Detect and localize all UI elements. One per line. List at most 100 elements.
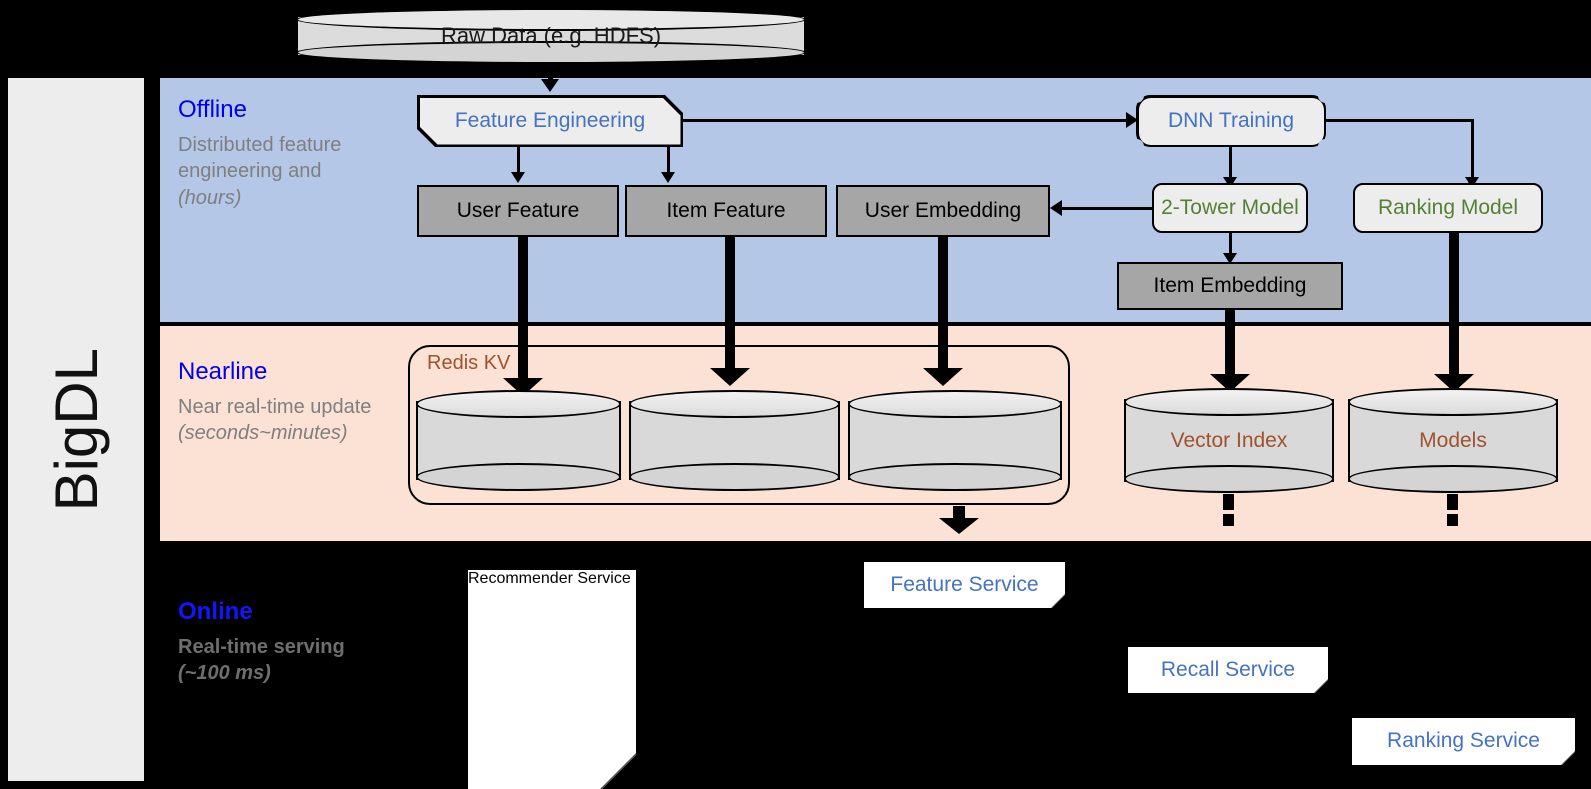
offline-band-text: Offline Distributed feature engineering … <box>178 96 383 211</box>
online-subtitle-italic: (~100 ms) <box>178 662 271 685</box>
stub-models-a <box>1447 494 1458 510</box>
cyl-top <box>629 390 840 418</box>
bigdl-platform-rail: BigDL <box>8 78 144 781</box>
redis-kv-label-wrap: Redis KV <box>423 352 515 375</box>
offline-subtitle: Distributed feature engineering and (hou… <box>178 132 383 211</box>
redis-kv-container <box>408 345 1070 505</box>
cyl-bottom <box>416 463 621 491</box>
nearline-title: Nearline <box>178 358 268 385</box>
pipe-itemembedding-vectorindex <box>1225 310 1235 388</box>
user-feature-label: User Feature <box>456 199 580 222</box>
recall-service-label: Recall Service <box>1160 657 1296 681</box>
feature-engineering-face: Feature Engineering <box>420 98 681 145</box>
nearline-subtitle: Near real-time update (seconds~minutes) <box>178 394 403 447</box>
stub-redis-featureservice <box>953 506 965 520</box>
raw-data-top <box>296 8 806 31</box>
raw-data-label: Raw Data (e.g. HDFS) <box>440 23 662 48</box>
stub-vectorindex-b <box>1223 514 1234 526</box>
connector-dnn-2tower <box>1229 147 1232 180</box>
user-embedding-node[interactable]: User Embedding <box>836 185 1050 237</box>
models-label: Models <box>1419 428 1487 452</box>
offline-title: Offline <box>178 96 247 123</box>
cyl-top <box>848 390 1062 418</box>
online-subtitle: Real-time serving (~100 ms) <box>178 634 378 687</box>
pipe-userfeature-store <box>518 237 528 392</box>
connector-rawdata-fe <box>548 64 553 84</box>
arrowhead-rawdata-fe <box>541 79 559 92</box>
arrowhead-dnn-ranking <box>1465 177 1479 188</box>
two-tower-model-label: 2-Tower Model <box>1161 196 1299 219</box>
two-tower-model-node[interactable]: 2-Tower Model <box>1152 183 1308 233</box>
nearline-band-text: Nearline Near real-time update (seconds~… <box>178 358 403 447</box>
cyl-top <box>1124 388 1334 416</box>
dnn-notch-br <box>1318 139 1333 154</box>
redis-kv-label: Redis KV <box>427 352 511 374</box>
cyl-top <box>416 390 621 418</box>
connector-fe-dnn <box>683 119 1128 122</box>
feature-service-label: Feature Service <box>890 572 1039 596</box>
dnn-notch-bl <box>1129 139 1144 154</box>
stub-models-b <box>1447 514 1458 526</box>
dnn-notch-tl <box>1129 88 1144 103</box>
ranking-service-label: Ranking Service <box>1387 729 1540 753</box>
arrowhead-2tower-userembedding <box>1050 200 1062 216</box>
connector-2tower-userembedding <box>1062 207 1154 210</box>
user-feature-node[interactable]: User Feature <box>417 185 619 237</box>
recommender-service-node[interactable]: Recommender Service <box>468 570 636 789</box>
online-title: Online <box>178 598 253 625</box>
pipe-rankingmodel-models <box>1449 233 1459 388</box>
connector-dnn-ranking-h <box>1326 119 1474 122</box>
cyl-bottom <box>1348 465 1558 493</box>
redis-store-user-embedding[interactable] <box>848 390 1062 491</box>
vector-index-store[interactable]: Vector Index <box>1124 388 1334 493</box>
feature-engineering-node[interactable]: Feature Engineering <box>417 95 683 147</box>
online-subtitle-text: Real-time serving <box>178 636 345 658</box>
pipe-userembedding-store <box>938 237 948 382</box>
recall-service-node[interactable]: Recall Service <box>1128 647 1328 693</box>
connector-2tower-itemembedding <box>1229 233 1232 260</box>
connector-fe-itemfeature <box>667 147 670 175</box>
pipe-itemfeature-store <box>725 237 735 382</box>
item-embedding-node[interactable]: Item Embedding <box>1117 262 1343 310</box>
arrowhead-fe-dnn <box>1126 112 1138 128</box>
raw-data-store: Raw Data (e.g. HDFS) <box>296 8 806 64</box>
arrowhead-fe-itemfeature <box>661 172 675 183</box>
ranking-model-node[interactable]: Ranking Model <box>1353 183 1543 233</box>
connector-fe-userfeature <box>517 147 520 175</box>
dnn-training-label: DNN Training <box>1167 109 1295 132</box>
cyl-bottom <box>629 463 840 491</box>
arrowhead-redis-featureservice <box>939 518 979 534</box>
feature-engineering-label: Feature Engineering <box>454 109 646 132</box>
cyl-top <box>1348 388 1558 416</box>
connector-dnn-ranking-v <box>1471 119 1474 180</box>
cyl-bottom <box>1124 465 1334 493</box>
raw-data-bottom <box>296 41 806 64</box>
stub-vectorindex-a <box>1223 494 1234 510</box>
arrowhead-userembedding-store <box>923 368 963 386</box>
nearline-subtitle-text: Near real-time update <box>178 396 372 418</box>
offline-subtitle-italic: (hours) <box>178 186 242 209</box>
feature-service-node[interactable]: Feature Service <box>864 562 1065 608</box>
redis-store-item-feature[interactable] <box>629 390 840 491</box>
offline-subtitle-text: Distributed feature engineering and <box>178 134 342 183</box>
ranking-model-label: Ranking Model <box>1377 196 1519 219</box>
cyl-bottom <box>848 463 1062 491</box>
redis-store-user-feature[interactable] <box>416 390 621 491</box>
arrowhead-2tower-itemembedding <box>1223 253 1237 264</box>
arrowhead-fe-userfeature <box>511 172 525 183</box>
user-embedding-label: User Embedding <box>864 199 1022 222</box>
nearline-subtitle-italic: (seconds~minutes) <box>178 422 348 445</box>
item-feature-node[interactable]: Item Feature <box>625 185 827 237</box>
item-embedding-label: Item Embedding <box>1153 274 1307 297</box>
online-band-text: Online Real-time serving (~100 ms) <box>178 598 378 687</box>
bigdl-label-text: BigDL <box>42 347 110 512</box>
item-feature-label: Item Feature <box>666 199 786 222</box>
arrowhead-itemfeature-store <box>710 368 750 386</box>
arrowhead-dnn-2tower <box>1223 177 1237 188</box>
dnn-training-node[interactable]: DNN Training <box>1129 88 1333 154</box>
vector-index-label: Vector Index <box>1170 428 1288 452</box>
ranking-service-node[interactable]: Ranking Service <box>1352 718 1575 765</box>
models-store[interactable]: Models <box>1348 388 1558 493</box>
dnn-notch-tr <box>1318 88 1333 103</box>
